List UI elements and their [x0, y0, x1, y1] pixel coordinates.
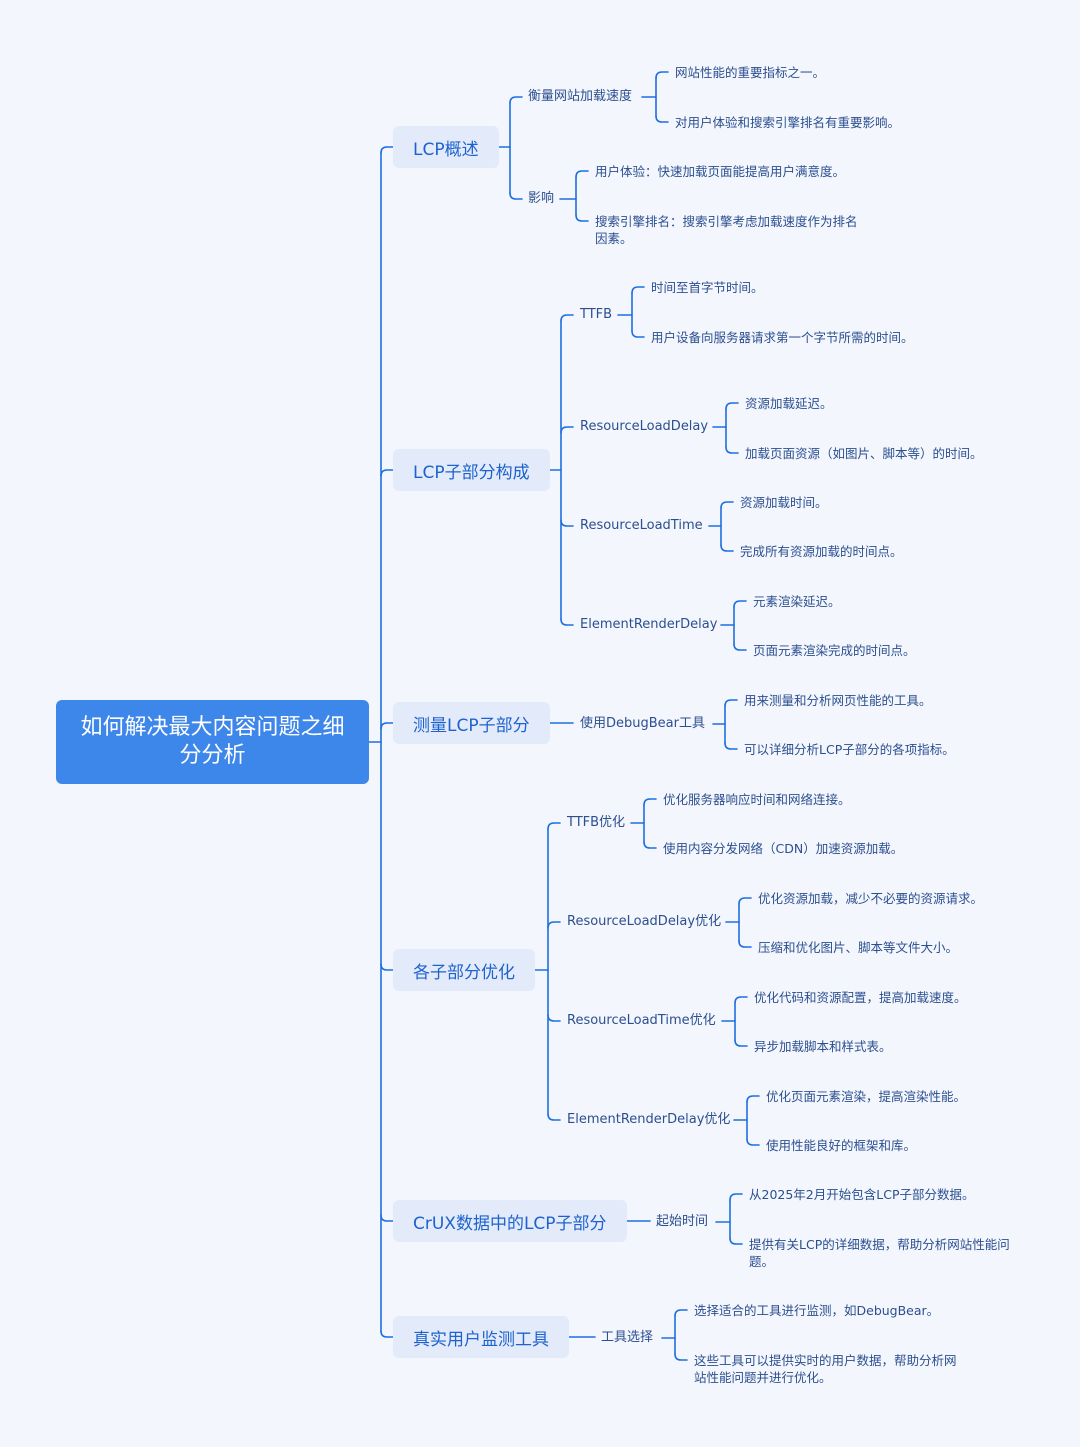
connector-line [655, 71, 669, 79]
connector-line [738, 897, 752, 905]
connector-line [725, 446, 739, 454]
connector-line [733, 600, 747, 608]
connector-line [674, 1353, 688, 1361]
leaf-note: 优化页面元素渲染，提高渲染性能。 [766, 1089, 967, 1104]
branch-label: LCP子部分构成 [413, 462, 530, 483]
connector-line [560, 618, 574, 626]
branch-rum-tools: 真实用户监测工具 [393, 1316, 569, 1358]
connector-line [560, 314, 574, 322]
connector-line [724, 742, 738, 750]
leaf-note: 元素渲染延迟。 [753, 594, 841, 609]
branch-lcp-overview: LCP概述 [393, 126, 499, 168]
connector-line [746, 1138, 760, 1146]
leaf-note: 使用性能良好的框架和库。 [766, 1138, 917, 1153]
subtopic: ElementRenderDelay优化 [567, 1112, 731, 1127]
leaf-note: 优化服务器响应时间和网络连接。 [663, 792, 851, 807]
connector-line [380, 1330, 394, 1338]
leaf-note: 时间至首字节时间。 [651, 280, 764, 295]
connector-line [380, 469, 394, 477]
branch-label: 测量LCP子部分 [413, 715, 530, 736]
connector-line [724, 699, 738, 707]
connector-line [560, 519, 574, 527]
connector-line [729, 1237, 743, 1245]
leaf-note: 从2025年2月开始包含LCP子部分数据。 [749, 1187, 975, 1202]
leaf-note: 用户体验：快速加载页面能提高用户满意度。 [595, 164, 846, 179]
connector-line [575, 214, 589, 222]
leaf-note: 用户设备向服务器请求第一个字节所需的时间。 [651, 330, 914, 345]
connector-line [674, 1309, 688, 1317]
leaf-note: 这些工具可以提供实时的用户数据，帮助分析网站性能问题并进行优化。 [694, 1353, 957, 1385]
subtopic: TTFB优化 [567, 815, 626, 830]
subtopic: 使用DebugBear工具 [580, 716, 705, 731]
connector-line [547, 1113, 561, 1121]
branch-label: 各子部分优化 [413, 962, 515, 983]
leaf-note: 加载页面资源（如图片、脚本等）的时间。 [745, 446, 983, 461]
leaf-note: 压缩和优化图片、脚本等文件大小。 [758, 940, 959, 955]
subtopic: ResourceLoadDelay [580, 419, 709, 434]
leaf-note: 对用户体验和搜索引擎排名有重要影响。 [675, 115, 901, 130]
leaf-note: 提供有关LCP的详细数据，帮助分析网站性能问题。 [749, 1237, 1010, 1269]
subtopic: ResourceLoadTime [580, 518, 703, 533]
leaf-note: 网站性能的重要指标之一。 [675, 65, 826, 80]
subtopic: 衡量网站加载速度 [528, 89, 633, 104]
leaf-note: 资源加载延迟。 [745, 396, 833, 411]
connector-line [643, 798, 657, 806]
branch-label: LCP概述 [413, 139, 479, 160]
connector-line [380, 146, 394, 154]
branch-label: 真实用户监测工具 [413, 1329, 549, 1350]
connector-line [380, 722, 394, 730]
subtopic: ResourceLoadDelay优化 [567, 914, 722, 929]
branch-measure-lcp: 测量LCP子部分 [393, 702, 550, 744]
connector-line [380, 1214, 394, 1222]
connector-line [631, 330, 645, 338]
connector-line [575, 170, 589, 178]
leaf-note: 异步加载脚本和样式表。 [754, 1039, 892, 1054]
connector-line [547, 822, 561, 830]
connector-line [725, 402, 739, 410]
leaf-note: 完成所有资源加载的时间点。 [740, 544, 903, 559]
branch-optimization: 各子部分优化 [393, 949, 535, 991]
connector-line [509, 96, 523, 104]
connector-line [734, 1039, 748, 1047]
connector-line [655, 115, 669, 123]
connector-line [734, 996, 748, 1004]
branch-lcp-subparts: LCP子部分构成 [393, 449, 550, 491]
subtopic: 起始时间 [656, 1214, 709, 1229]
connector-line [547, 1014, 561, 1022]
subtopic: 影响 [528, 191, 555, 206]
leaf-note: 优化资源加载，减少不必要的资源请求。 [758, 891, 984, 906]
leaf-note: 选择适合的工具进行监测，如DebugBear。 [694, 1303, 940, 1318]
subtopic: ResourceLoadTime优化 [567, 1013, 716, 1028]
subtopic: TTFB [580, 307, 613, 322]
connector-line [560, 426, 574, 434]
connector-line [733, 643, 747, 651]
leaf-note: 页面元素渲染完成的时间点。 [753, 643, 916, 658]
root-topic: 如何解决最大内容问题之细分分析 [56, 700, 369, 784]
connector-line [509, 192, 523, 200]
connector-line [643, 841, 657, 849]
leaf-note: 用来测量和分析网页性能的工具。 [744, 693, 932, 708]
connector-line [631, 286, 645, 294]
connector-line [547, 921, 561, 929]
connector-line [729, 1193, 743, 1201]
connector-line [380, 963, 394, 971]
leaf-note: 可以详细分析LCP子部分的各项指标。 [744, 742, 955, 757]
connector-line [746, 1095, 760, 1103]
connector-line [720, 501, 734, 509]
branch-label: CrUX数据中的LCP子部分 [413, 1213, 607, 1234]
leaf-note: 资源加载时间。 [740, 495, 828, 510]
branch-crux-data: CrUX数据中的LCP子部分 [393, 1200, 627, 1242]
leaf-note: 优化代码和资源配置，提高加载速度。 [754, 990, 967, 1005]
connector-line [738, 940, 752, 948]
leaf-note: 搜索引擎排名：搜索引擎考虑加载速度作为排名因素。 [595, 214, 858, 246]
leaf-note: 使用内容分发网络（CDN）加速资源加载。 [663, 841, 904, 856]
subtopic: 工具选择 [601, 1330, 654, 1345]
root-topic-label: 如何解决最大内容问题之细分分析 [80, 715, 345, 768]
subtopic: ElementRenderDelay [580, 617, 718, 632]
connector-line [720, 544, 734, 552]
